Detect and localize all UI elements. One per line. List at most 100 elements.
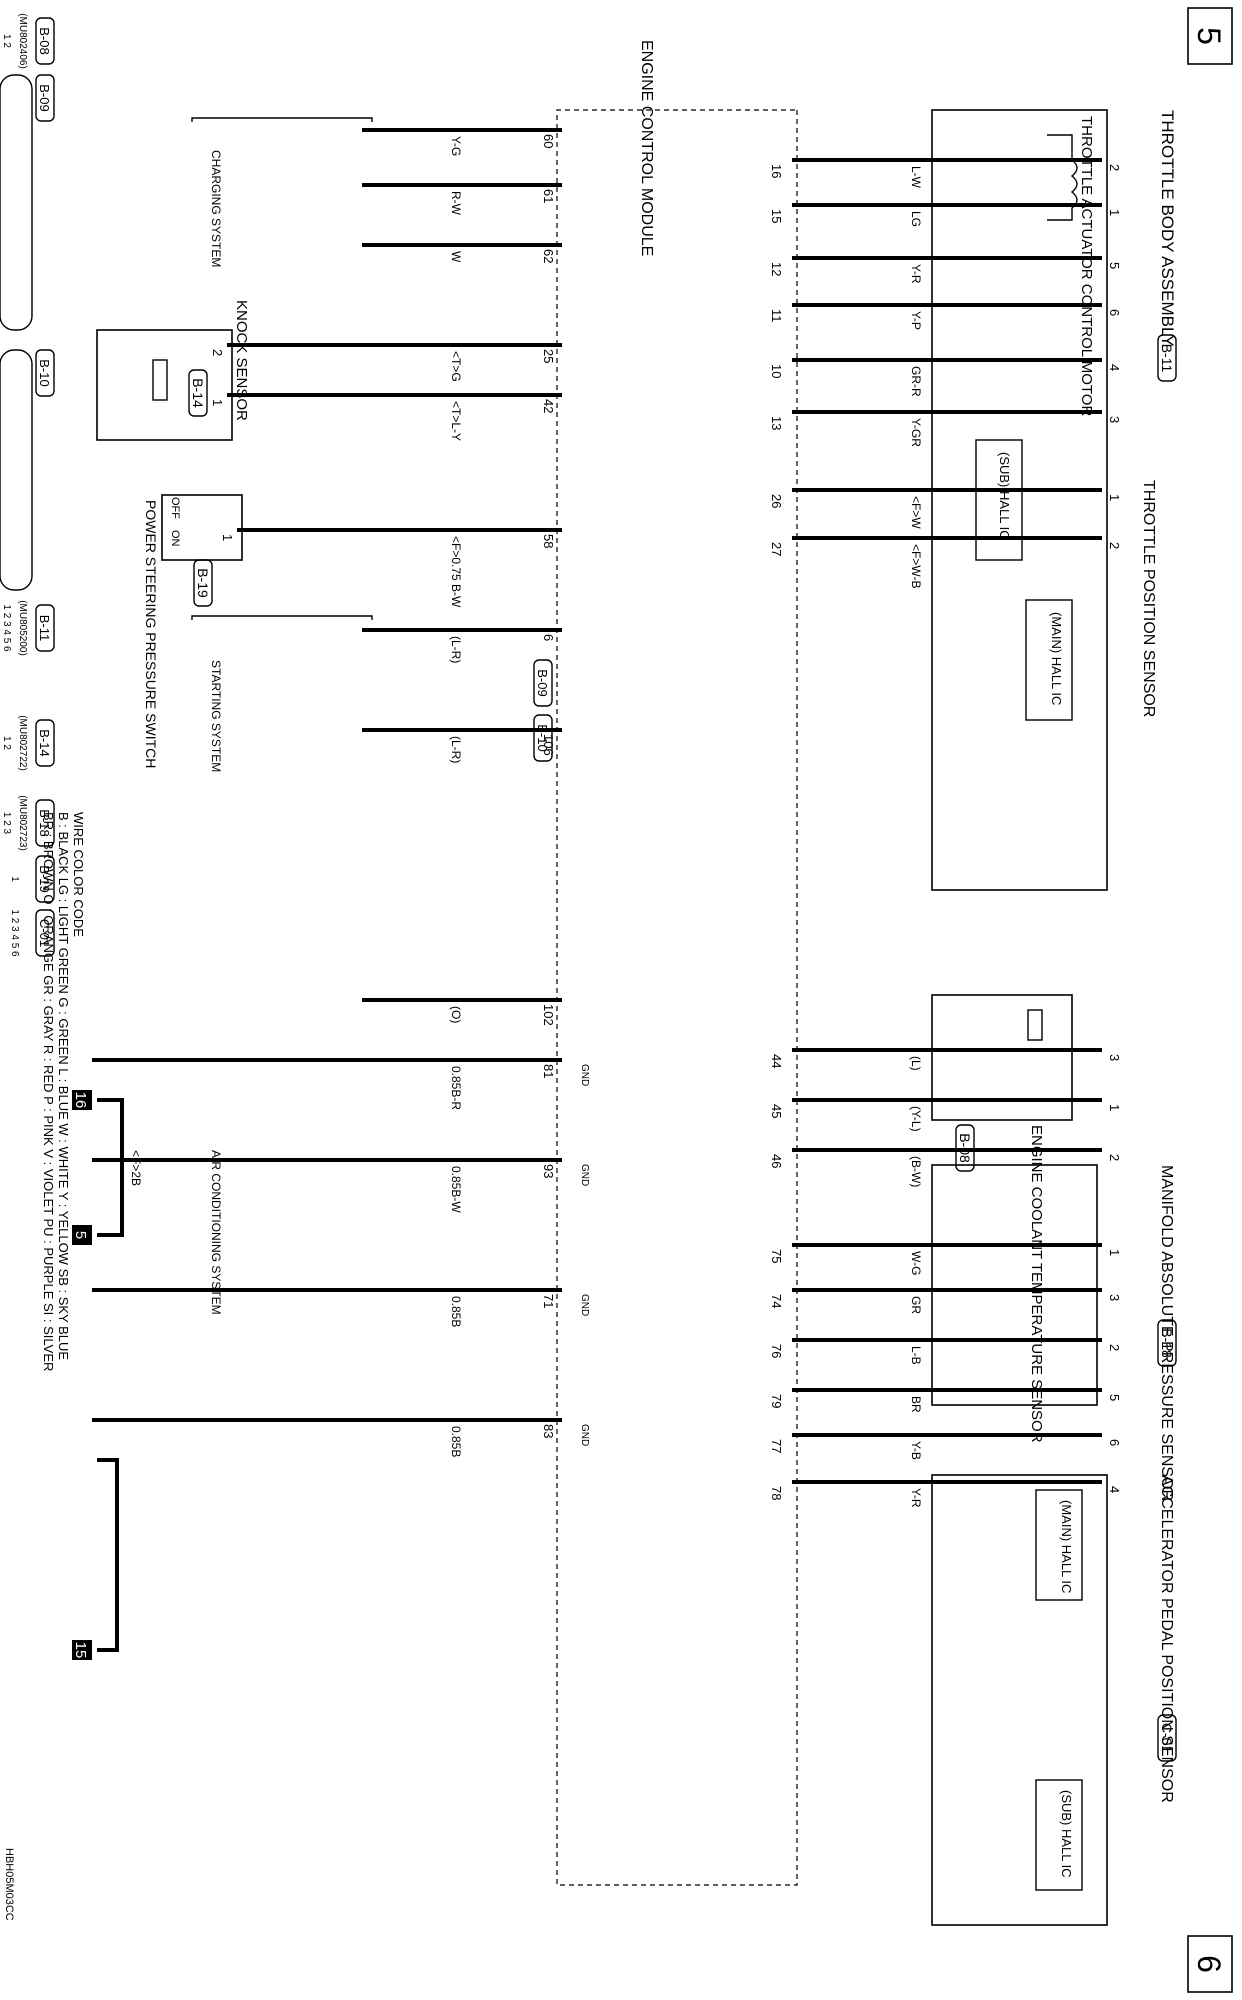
bottom-wire-61: 61R-W [362,183,562,216]
app-code: C-01 [1159,1723,1175,1754]
ecm-pin-number: 61 [541,189,556,203]
wire-color-label: GR [909,1296,923,1314]
ecm-pin-number: 93 [541,1164,556,1178]
ecm-pin-number: 6 [541,634,556,641]
connector-b10: B-10 [35,349,55,397]
page-number-box-right [1187,1935,1233,1993]
ecm-pin-number: 58 [541,534,556,548]
ps-code-box [193,559,213,607]
throttle-motor-label: THROTTLE ACTUATOR CONTROL MOTOR [1078,116,1095,416]
map-code: B-18 [1159,1328,1175,1358]
svg-text:C-01: C-01 [37,919,52,947]
top-wire-26: 126<F>W [769,488,1122,529]
ps-off-label: OFF [169,497,181,519]
sensor-pin-number: 1 [1107,1104,1122,1111]
ground-16: 16 [72,1090,92,1110]
wire-color-label: Y-R [909,264,923,284]
ecm-pin-number: 75 [769,1249,784,1263]
svg-text:1: 1 [9,876,20,882]
svg-text:(MU805200): (MU805200) [17,600,28,656]
starting-system-label: STARTING SYSTEM [209,660,223,772]
gnd-label: GND [579,1424,590,1446]
tps-main-hall-ic [1025,599,1073,721]
ground-15: 15 [72,1640,92,1660]
ecm-pin-number: 79 [769,1394,784,1408]
wire-color-label: GR-R [909,366,923,397]
knock-sensor-box [96,329,233,441]
bottom-wire-102: 102(O) [362,998,562,1026]
thermistor-symbol [1027,1009,1043,1041]
ecm-pin-number: 44 [769,1054,784,1068]
wire-color-label: <F>0.75 B-W [449,536,463,608]
coolant-sensor-box [931,994,1073,1121]
sensor-pin-number: 6 [1107,1439,1122,1446]
wire-color-label: (Y-L) [909,1106,923,1132]
svg-text:B-14: B-14 [37,729,52,756]
bottom-wire-6: 6(L-R) [362,628,562,663]
ecm-pin-number: 27 [769,542,784,556]
sensor-pin-number: 2 [1107,1154,1122,1161]
sensor-pin-number: 1 [1107,1249,1122,1256]
tps-sub-label: (SUB) HALL IC [997,452,1012,540]
ground-5: 5 [72,1225,92,1245]
top-wire-46: 246(B-W) [769,1148,1122,1187]
wire-color-label: (L) [909,1056,923,1071]
ecm-conn1-code: B-09 [535,669,550,696]
charging-system-label: CHARGING SYSTEM [209,150,223,267]
sensor-pin-number: 2 [1107,164,1122,171]
connector-b19: B-19 1 [9,855,55,903]
svg-text:16: 16 [72,1092,89,1109]
sensor-pin-number: 1 [1107,494,1122,501]
ecm-pin-number: 25 [541,349,556,363]
ground-16-5-link [97,1098,124,1237]
ecm-pin-number: 12 [769,262,784,276]
app-code-box [1157,1714,1177,1762]
ecm-pin-number: 16 [769,164,784,178]
sensor-pin-number: 1 [1107,209,1122,216]
sensor-pin-number: 4 [1107,1486,1122,1493]
legend-title: WIRE COLOR CODE [71,812,86,937]
svg-text:1 2: 1 2 [1,34,12,48]
wire-color-label: <F>W-B [909,544,923,588]
bottom-wire-62: 62W [362,243,562,263]
legend-row-2: BR : BROWN O : ORANGE GR : GRAY R : RED … [41,812,56,1371]
wire-color-label: 0.85B-W [449,1166,463,1213]
ecm-pin-number: 60 [541,134,556,148]
wire-color-label: L-B [909,1346,923,1365]
app-sub-label: (SUB) HALL IC [1059,1790,1074,1878]
ecm-pin-number: 77 [769,1439,784,1453]
ecm-box [556,109,798,1886]
ecm-pin-number: 76 [769,1344,784,1358]
ecm-pin-number: 46 [769,1154,784,1168]
gnd-label: GND [579,1294,590,1316]
connector-c01: C-01 1 2 3 4 5 6 [9,909,55,957]
svg-text:1 2 3 4 5 6: 1 2 3 4 5 6 [1,604,12,652]
ecm-pin-number: 78 [769,1486,784,1500]
wire-color-label: 0.85B [449,1296,463,1327]
app-sensor-title: ACCELERATOR PEDAL POSITION SENSOR [1158,1475,1175,1803]
map-code-box [1157,1319,1177,1367]
sensor-pin-number: 3 [1107,416,1122,423]
wire-color-label: <T>L-Y [449,401,463,441]
component-pin-number: 1 [220,534,235,541]
gnd-label: GND [579,1064,590,1086]
sensor-pin-number: 2 [1107,542,1122,549]
ecm-pin-number: 42 [541,399,556,413]
motor-coil-symbol [1047,134,1078,221]
svg-text:1 2 3: 1 2 3 [1,812,12,835]
ecm-pin-number: 10 [769,364,784,378]
top-wire-45: 145(Y-L) [769,1098,1122,1132]
component-pin-number: 1 [210,399,225,406]
ecm-pin-number: 74 [769,1294,784,1308]
component-pin-number: 2 [210,349,225,356]
top-wire-27: 2 27 <F>W-B [769,536,1122,588]
svg-text:(MU802406): (MU802406) [17,13,28,69]
gnd-label: GND [579,1164,590,1186]
ecm-pin-number: 62 [541,249,556,263]
wire-color-label: L-W [909,166,923,189]
